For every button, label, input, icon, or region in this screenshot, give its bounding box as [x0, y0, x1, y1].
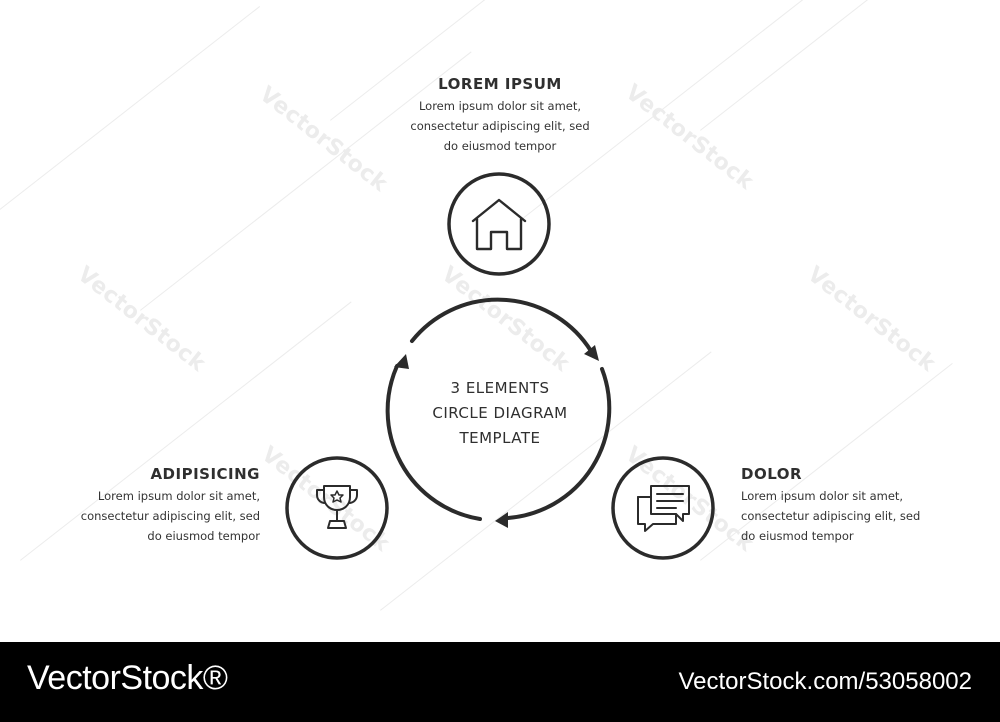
circle-diagram: [285, 172, 715, 560]
arrowhead-top-right: [584, 345, 599, 361]
description-line: consectetur adipiscing elit, sed: [410, 119, 590, 133]
node-title-left: ADIPISICING: [150, 465, 260, 483]
center-label: 3 ELEMENTS CIRCLE DIAGRAM TEMPLATE: [400, 376, 600, 451]
description-line: do eiusmod tempor: [741, 529, 854, 543]
center-label-line: TEMPLATE: [459, 429, 541, 447]
description-line: Lorem ipsum dolor sit amet,: [97, 489, 260, 503]
node-title-top: LOREM IPSUM: [438, 75, 562, 93]
chat-bubbles-icon: [637, 485, 690, 532]
description-line: consectetur adipiscing elit, sed: [741, 509, 921, 523]
node-description-top: Lorem ipsum dolor sit amet, consectetur …: [380, 96, 620, 156]
house-icon: [471, 198, 527, 251]
center-label-line: 3 ELEMENTS: [450, 379, 550, 397]
footer-brand-logo: VectorStock®: [27, 659, 228, 697]
description-line: Lorem ipsum dolor sit amet,: [418, 99, 582, 113]
node-title-right: DOLOR: [741, 465, 803, 483]
cycle-arc-right: [506, 367, 612, 520]
trophy-icon: [316, 485, 358, 529]
description-line: do eiusmod tempor: [443, 139, 557, 153]
node-description-left: Lorem ipsum dolor sit amet, consectetur …: [20, 486, 260, 546]
description-line: Lorem ipsum dolor sit amet,: [741, 489, 904, 503]
node-description-right: Lorem ipsum dolor sit amet, consectetur …: [741, 486, 981, 546]
description-line: consectetur adipiscing elit, sed: [80, 509, 260, 523]
cycle-arc-left: [385, 364, 482, 521]
description-line: do eiusmod tempor: [147, 529, 260, 543]
footer-bar: VectorStock® VectorStock.com/53058002: [0, 642, 1000, 722]
cycle-arc-top: [410, 297, 593, 353]
center-label-line: CIRCLE DIAGRAM: [432, 404, 568, 422]
diagram-canvas: VectorStock VectorStock VectorStock Vect…: [0, 0, 981, 611]
node-ring-left: [285, 456, 389, 560]
node-ring-top: [447, 172, 551, 276]
arrowhead-left: [394, 354, 409, 369]
arrowhead-bottom: [495, 512, 508, 528]
node-ring-right: [611, 456, 715, 560]
footer-image-id: VectorStock.com/53058002: [678, 668, 972, 695]
